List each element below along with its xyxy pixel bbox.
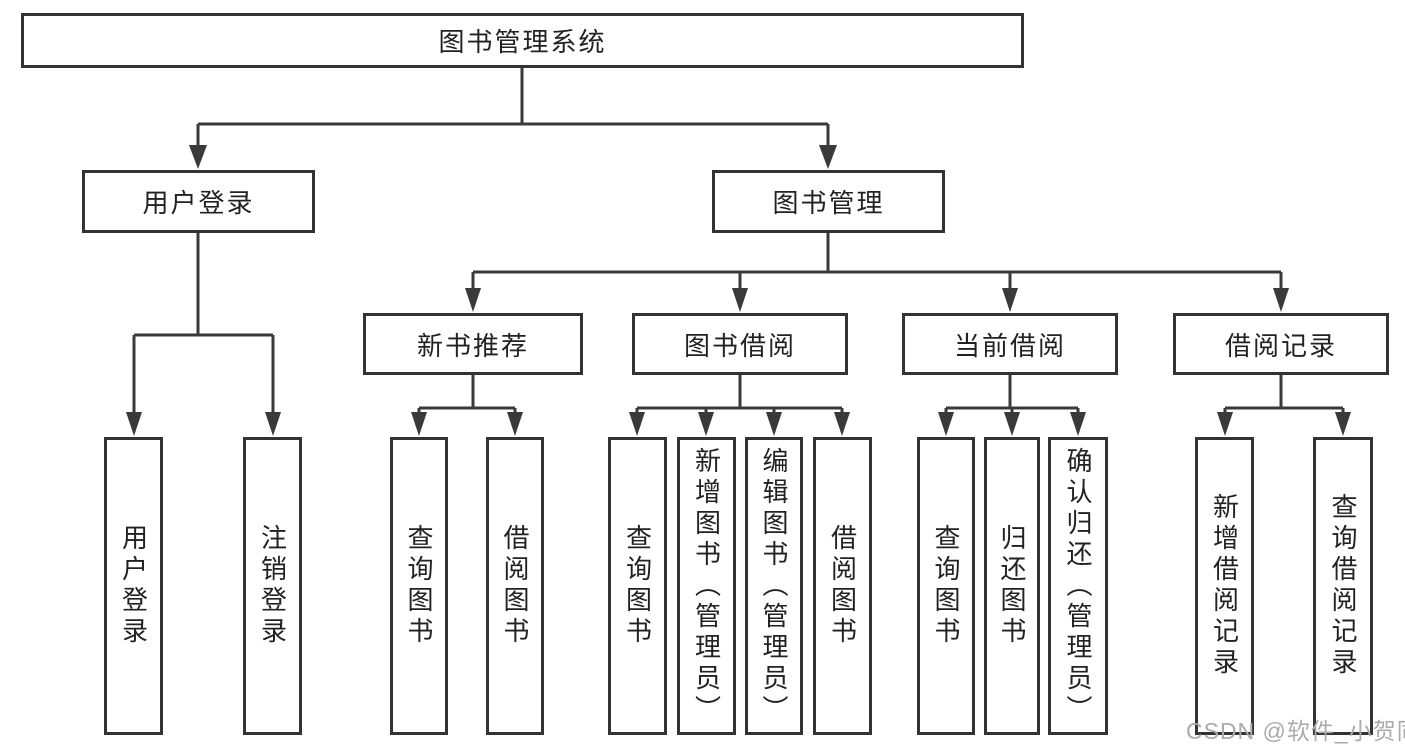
connector-book-borrowing-to-leaves [635, 375, 844, 414]
connector-book-management-to-level3 [471, 233, 1283, 289]
node-user-login: 用户登录 [82, 170, 315, 233]
leaf-label: 查询图书 [622, 524, 653, 648]
leaf-label: 编辑图书（管理员） [759, 446, 789, 726]
node-book-borrowing: 图书借阅 [632, 313, 848, 375]
leaf-user-login-action: 用户登录 [104, 437, 163, 735]
node-new-book-recommend: 新书推荐 [363, 313, 583, 375]
node-borrowing-records: 借阅记录 [1173, 313, 1389, 375]
node-label: 图书管理 [772, 188, 885, 218]
node-label: 借阅记录 [1224, 330, 1337, 361]
node-label: 用户登录 [142, 188, 255, 218]
leaf-label: 查询图书 [931, 524, 961, 648]
connector-new-book-recommend-to-leaves [417, 375, 517, 414]
leaf-borrow-books-borrowing: 借阅图书 [813, 437, 872, 735]
csdn-watermark: CSDN @软件_小贺同学 [1186, 718, 1405, 744]
leaf-return-books: 归还图书 [984, 437, 1040, 735]
leaf-confirm-return-admin: 确认归还（管理员） [1048, 437, 1108, 735]
leaf-logout-action: 注销登录 [243, 437, 302, 735]
arrowheads [126, 145, 1351, 436]
node-label: 图书借阅 [683, 330, 796, 361]
leaf-label: 查询借阅记录 [1328, 493, 1358, 679]
leaf-label: 借阅图书 [500, 524, 530, 648]
leaf-add-books-admin: 新增图书（管理员） [677, 437, 736, 735]
node-root-library-management-system: 图书管理系统 [21, 13, 1024, 68]
leaf-label: 注销登录 [257, 524, 288, 648]
leaf-label: 归还图书 [997, 524, 1027, 648]
connector-root-to-level2 [196, 68, 830, 146]
leaf-add-borrow-record: 新增借阅记录 [1195, 437, 1254, 735]
leaf-label: 借阅图书 [827, 524, 858, 648]
leaf-query-books-current: 查询图书 [917, 437, 975, 735]
node-label: 当前借阅 [953, 330, 1066, 361]
leaf-label: 新增借阅记录 [1209, 493, 1240, 679]
node-label: 图书管理系统 [438, 27, 607, 57]
leaf-label: 用户登录 [118, 524, 149, 648]
leaf-borrow-books-recommend: 借阅图书 [486, 437, 544, 735]
leaf-query-books-recommend: 查询图书 [390, 437, 448, 735]
leaf-query-books-borrowing: 查询图书 [608, 437, 667, 735]
connector-borrowing-records-to-leaves [1223, 375, 1345, 414]
node-book-management: 图书管理 [712, 170, 945, 233]
leaf-label: 确认归还（管理员） [1063, 446, 1093, 726]
leaf-label: 查询图书 [404, 524, 434, 648]
leaf-query-borrow-record: 查询借阅记录 [1313, 437, 1373, 735]
leaf-edit-books-admin: 编辑图书（管理员） [745, 437, 803, 735]
leaf-label: 新增图书（管理员） [691, 446, 722, 726]
connector-current-borrowing-to-leaves [944, 375, 1080, 414]
node-label: 新书推荐 [416, 330, 529, 361]
node-current-borrowing: 当前借阅 [902, 313, 1118, 375]
connector-user-login-to-leaves [132, 233, 275, 413]
